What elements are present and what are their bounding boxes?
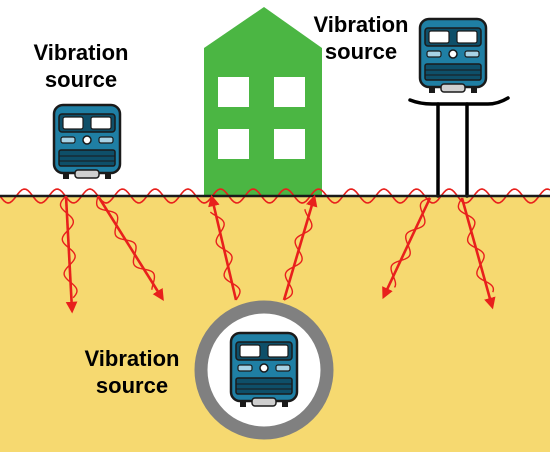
wave-arrows xyxy=(59,194,496,314)
train-icon-right xyxy=(418,17,488,95)
label-line: source xyxy=(95,373,169,398)
wave-arrow-wave xyxy=(390,197,431,288)
building-icon xyxy=(204,7,322,196)
wave-arrow-wave xyxy=(59,195,78,299)
building-window xyxy=(218,77,249,107)
train-icon-tunnel xyxy=(229,331,299,409)
building-window xyxy=(274,77,305,107)
building-window xyxy=(274,129,305,159)
wave-arrow-wave xyxy=(209,211,241,301)
wave-arrow xyxy=(96,195,164,301)
label-tunnel-source: Vibration source xyxy=(76,345,188,399)
label-line: source xyxy=(324,39,398,64)
viaduct-icon xyxy=(408,96,510,198)
label-right-source: Vibration source xyxy=(305,11,417,65)
building-window xyxy=(218,129,249,159)
wave-arrow-wave xyxy=(457,197,495,293)
label-line: source xyxy=(44,67,118,92)
tunnel-icon xyxy=(194,300,334,440)
wave-arrow-wave xyxy=(283,209,313,301)
label-line: Vibration xyxy=(33,40,129,65)
label-left-source: Vibration source xyxy=(26,39,136,93)
wave-arrow-wave xyxy=(95,195,156,290)
wave-arrow xyxy=(460,197,496,310)
label-line: Vibration xyxy=(313,12,409,37)
train-icon-left xyxy=(52,103,122,181)
wave-arrow xyxy=(64,195,78,314)
label-line: Vibration xyxy=(84,346,180,371)
